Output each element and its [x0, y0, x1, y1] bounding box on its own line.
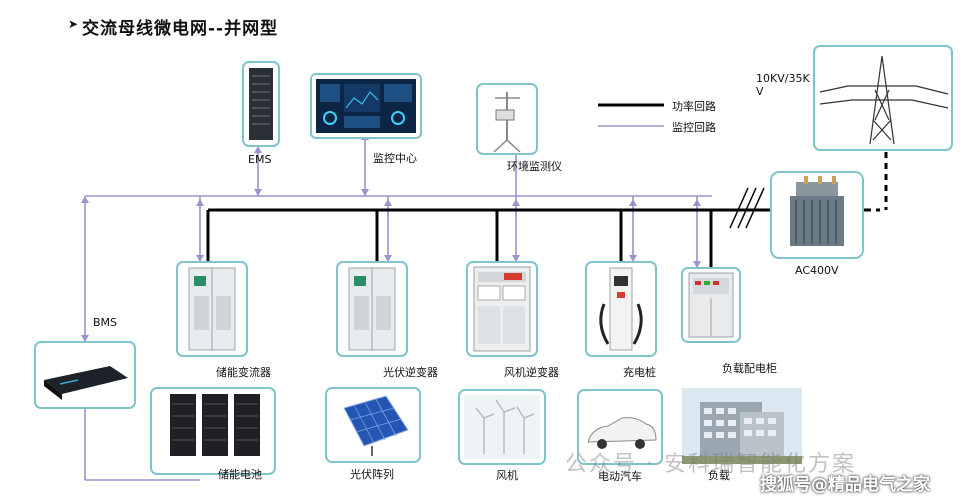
- load-cabinet-label: 负载配电柜: [722, 362, 777, 375]
- legend-power-label: 功率回路: [672, 100, 716, 113]
- monitor-center-label: 监控中心: [373, 152, 417, 165]
- storage-battery-label: 储能电池: [218, 468, 262, 481]
- sohu-watermark: 搜狐号@精品电气之家: [760, 475, 930, 495]
- bms-device-icon: [34, 341, 136, 409]
- storage-battery-icon: [150, 387, 276, 475]
- env-monitor-label: 环境监测仪: [507, 160, 562, 173]
- wind-turbine-icon: [458, 389, 546, 465]
- power-lines: [206, 208, 865, 268]
- storage-converter-cabinet-icon: [176, 261, 248, 357]
- wind-inverter-cabinet-icon: [466, 261, 538, 357]
- electric-vehicle-icon: [577, 389, 663, 465]
- monitor-center-screen-icon: [310, 73, 422, 139]
- wind-inverter-label: 风机逆变器: [504, 366, 559, 379]
- charging-pile-icon: [585, 261, 657, 357]
- bms-label: BMS: [93, 316, 118, 329]
- transformer-icon: [770, 171, 864, 259]
- load-building-icon: [682, 388, 802, 464]
- ev-label: 电动汽车: [598, 470, 642, 483]
- pv-inverter-label: 光伏逆变器: [383, 366, 438, 379]
- monitor-lines: [84, 130, 712, 481]
- legend-monitor-label: 监控回路: [672, 121, 716, 134]
- bus-break-marks: [729, 187, 765, 229]
- page-title: ➤ 交流母线微电网--并网型: [68, 17, 279, 39]
- pv-array-icon: [325, 387, 421, 463]
- wechat-watermark: 公众号 · 安科瑞智能化方案: [565, 452, 856, 477]
- environment-monitor-icon: [476, 83, 538, 155]
- storage-converter-label: 储能变流器: [216, 366, 271, 379]
- pv-array-label: 光伏阵列: [350, 468, 394, 481]
- power-tower-icon: [813, 45, 953, 151]
- pv-inverter-cabinet-icon: [336, 261, 408, 357]
- ems-label: EMS: [248, 153, 272, 166]
- charging-pile-label: 充电桩: [623, 366, 656, 379]
- grid-voltage-label: 10KV/35K V: [756, 72, 810, 98]
- bullet-arrow-icon: ➤: [68, 17, 80, 31]
- monitor-arrowheads: [81, 133, 701, 342]
- load-distribution-cabinet-icon: [681, 267, 741, 343]
- load-label: 负载: [708, 469, 730, 482]
- ems-cabinet-icon: [242, 61, 280, 147]
- transformer-label: AC400V: [795, 264, 839, 277]
- wind-turbine-label: 风机: [496, 469, 518, 482]
